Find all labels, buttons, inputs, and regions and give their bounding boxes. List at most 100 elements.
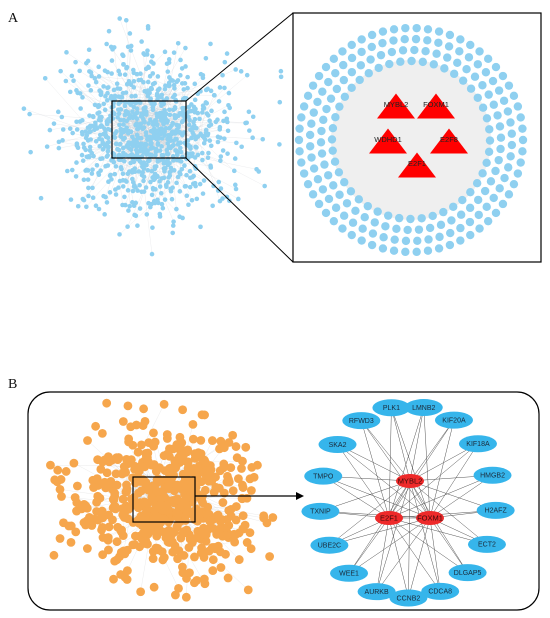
network-node (103, 134, 109, 140)
network-node (147, 158, 152, 163)
network-node (163, 481, 173, 491)
network-node (154, 474, 164, 484)
hub-label-mybl2: MYBL2 (398, 476, 423, 485)
network-node (208, 88, 214, 94)
network-node (230, 537, 240, 547)
network-edge (89, 71, 164, 122)
network-node (130, 143, 136, 149)
network-node (141, 166, 147, 171)
network-node (158, 555, 168, 565)
network-node (112, 171, 118, 177)
ring-node (347, 230, 356, 240)
network-node (126, 208, 131, 213)
network-node (136, 169, 142, 174)
network-node (117, 178, 123, 184)
network-node (197, 116, 202, 122)
network-node (131, 70, 137, 76)
network-node (181, 592, 191, 602)
ring-node (495, 184, 504, 193)
network-node (115, 146, 120, 152)
network-node (140, 146, 146, 151)
ring-node (498, 199, 508, 209)
network-node (146, 121, 151, 126)
network-node (166, 83, 172, 89)
ring-node (339, 75, 349, 85)
network-node (203, 87, 209, 93)
network-node (203, 55, 209, 61)
network-node (74, 160, 79, 165)
network-node (174, 180, 179, 186)
ring-node (374, 63, 383, 73)
network-node (142, 52, 147, 57)
ring-node (324, 194, 334, 204)
network-node (200, 410, 209, 420)
ring-node (494, 155, 503, 165)
ring-node (485, 136, 495, 145)
ring-node (412, 247, 421, 257)
network-node (179, 166, 185, 172)
gene-edge (337, 444, 390, 519)
network-node (184, 111, 189, 116)
network-node (112, 453, 121, 463)
network-node (109, 71, 114, 76)
network-node (170, 143, 175, 149)
network-node (125, 224, 130, 229)
network-node (77, 91, 83, 96)
network-node (101, 193, 106, 199)
network-node (239, 144, 244, 150)
ring-node (507, 129, 517, 138)
network-node (179, 81, 185, 86)
ring-node (307, 153, 316, 162)
network-node (215, 139, 221, 145)
network-node (104, 200, 110, 205)
gene-edge (391, 407, 411, 482)
network-node (91, 421, 101, 431)
network-edge (63, 106, 150, 130)
network-node (105, 148, 111, 154)
network-node (217, 135, 223, 140)
network-node (99, 137, 105, 143)
network-node (215, 188, 221, 193)
network-node (86, 193, 91, 199)
ring-node (456, 35, 465, 44)
ring-node (446, 228, 455, 238)
network-node (104, 41, 109, 47)
network-node (122, 454, 131, 464)
network-node (123, 90, 129, 95)
network-node (112, 135, 118, 140)
network-node (110, 150, 116, 156)
network-node (97, 143, 103, 149)
ring-node (299, 102, 309, 111)
ring-node (357, 236, 366, 245)
network-node (109, 177, 114, 182)
network-node (72, 498, 82, 508)
network-node (225, 151, 230, 156)
network-node (148, 85, 154, 91)
network-node (185, 568, 194, 578)
network-node (176, 125, 181, 130)
gene-edge (409, 407, 425, 482)
network-node (186, 202, 191, 208)
network-node (207, 118, 212, 124)
network-node (128, 48, 134, 53)
network-node (253, 460, 262, 470)
ring-node (329, 181, 338, 190)
network-node (89, 123, 95, 129)
network-node (140, 528, 150, 538)
network-node (111, 504, 120, 514)
network-node (143, 105, 148, 110)
network-node (167, 125, 173, 130)
network-node (116, 107, 121, 112)
network-node (202, 137, 208, 142)
network-node (59, 518, 68, 528)
network-node (99, 156, 105, 161)
gene-edge (423, 407, 431, 519)
ring-node (329, 54, 339, 64)
ring-node (449, 69, 459, 79)
network-node (179, 66, 185, 71)
network-node (117, 94, 123, 100)
network-node (70, 130, 75, 136)
network-node (67, 126, 73, 131)
gene-node-cdca8 (421, 582, 460, 600)
